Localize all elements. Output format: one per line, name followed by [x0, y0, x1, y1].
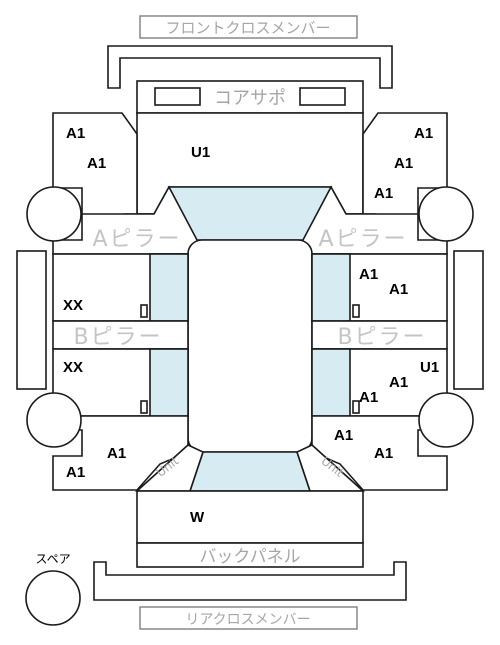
code-rear-door-right-2: A1 [359, 389, 378, 406]
code-rear-door-right-1: A1 [389, 374, 408, 391]
headlight-left[interactable] [154, 87, 201, 106]
front-bumper[interactable] [107, 45, 393, 89]
code-front-left-2: A1 [87, 155, 106, 172]
a-pillar-left-label: Aピラー [92, 227, 181, 252]
door-handle-front-right[interactable] [352, 304, 360, 318]
wheel-rear-left[interactable] [26, 392, 82, 448]
code-rear-right-2: A1 [374, 445, 393, 462]
core-support-label: コアサポ [214, 88, 286, 109]
code-front-door-left: XX [63, 297, 83, 314]
door-handle-front-left[interactable] [140, 304, 148, 318]
code-front-right-2: A1 [394, 155, 413, 172]
code-trunk: W [190, 509, 205, 526]
door-handle-rear-left[interactable] [140, 400, 148, 414]
code-front-door-right-1: A1 [359, 266, 378, 283]
code-front-left-1: A1 [66, 125, 85, 142]
front-cross-member-label: フロントクロスメンバー [165, 19, 330, 37]
wheel-rear-right[interactable] [418, 392, 474, 448]
code-front-right-1: A1 [414, 125, 433, 142]
trunk[interactable] [136, 490, 364, 544]
code-rear-door-left: XX [63, 359, 83, 376]
spare-label: スペア [35, 552, 70, 566]
wheel-front-left[interactable] [26, 186, 82, 242]
rear-window-left[interactable] [149, 348, 189, 417]
code-rear-right-1: A1 [334, 427, 353, 444]
code-rear-left-2: A1 [66, 464, 85, 481]
rocker-panel-left[interactable] [16, 250, 47, 390]
spare-tire[interactable] [25, 570, 81, 626]
roof[interactable] [187, 239, 313, 453]
code-front-door-right-2: A1 [389, 281, 408, 298]
code-rear-left-1: A1 [107, 445, 126, 462]
rocker-panel-right[interactable] [453, 250, 484, 390]
back-panel-label: バックパネル [199, 547, 300, 567]
rear-window[interactable] [188, 451, 312, 492]
rear-cross-member-box [139, 606, 358, 630]
headlight-right[interactable] [299, 87, 346, 106]
front-window-right[interactable] [311, 253, 351, 322]
code-rear-door-right-u: U1 [420, 359, 439, 376]
b-pillar-right[interactable] [311, 320, 448, 350]
front-window-left[interactable] [149, 253, 189, 322]
wheel-front-right[interactable] [418, 186, 474, 242]
b-pillar-left-label: Bピラー [73, 325, 162, 350]
windshield[interactable] [167, 186, 333, 241]
code-hood: U1 [191, 144, 210, 161]
door-handle-rear-right[interactable] [352, 400, 360, 414]
back-panel[interactable] [136, 542, 364, 568]
b-pillar-right-label: Bピラー [337, 325, 426, 350]
code-front-right-3: A1 [374, 185, 393, 202]
rear-cross-member-label: リアクロスメンバー [185, 612, 310, 628]
a-pillar-right-label: Aピラー [318, 227, 407, 252]
rear-window-right[interactable] [311, 348, 351, 417]
front-cross-member-box [139, 15, 358, 39]
rear-bumper[interactable] [93, 561, 407, 601]
